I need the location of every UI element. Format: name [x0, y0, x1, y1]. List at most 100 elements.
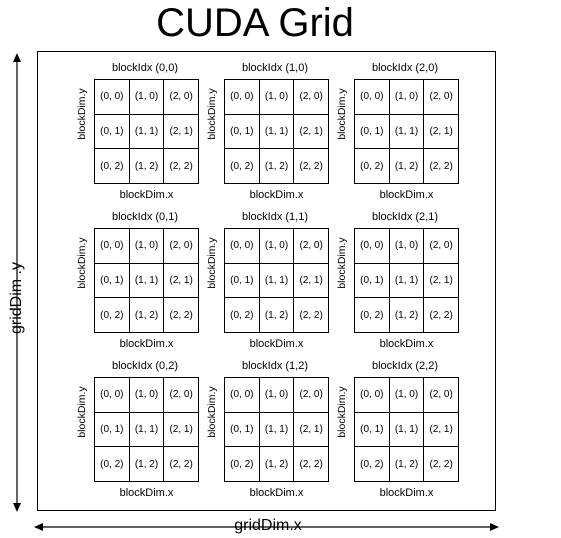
thread-cell: (2, 0)	[294, 229, 329, 264]
block-dim-x-label: blockDim.x	[119, 338, 174, 350]
thread-cell: (0, 1)	[225, 412, 260, 448]
thread-block: blockIdx (0,1)blockDim.y(0, 0)(1, 0)(2, …	[76, 211, 210, 357]
thread-cell: (0, 0)	[95, 378, 130, 413]
thread-cell: (2, 2)	[164, 149, 199, 184]
block-dim-x-label: blockDim.x	[249, 487, 304, 499]
thread-cell: (2, 0)	[424, 80, 459, 115]
thread-table: (0, 0)(1, 0)(2, 0) (0, 1)(1, 1)(2, 1) (0, …	[224, 228, 329, 333]
thread-cell: (0, 0)	[95, 229, 130, 264]
thread-table: (0, 0)(1, 0)(2, 0)(0, 1)(1, 1)(2, 1)(0, …	[94, 377, 199, 482]
block-dim-x-label: blockDim.x	[249, 338, 304, 350]
thread-cell: (1, 0)	[129, 80, 165, 115]
thread-cell: (2, 1)	[424, 114, 459, 150]
thread-cell: (1, 0)	[129, 378, 165, 413]
thread-cell: (2, 1)	[164, 263, 199, 299]
thread-cell: (2, 0)	[294, 80, 329, 115]
thread-cell: (2, 1)	[294, 263, 329, 299]
thread-cell: (0, 2)	[355, 298, 390, 333]
block-idx-label: blockIdx (1,1)	[241, 211, 309, 223]
thread-cell: (1, 2)	[389, 149, 425, 184]
thread-cell: (2, 1)	[424, 263, 459, 299]
thread-cell: (2, 2)	[164, 298, 199, 333]
thread-cell: (0, 2)	[95, 149, 130, 184]
thread-block: blockIdx (2,1)blockDim.y(0, 0)(1, 0)(2, …	[336, 211, 470, 357]
thread-cell: (1, 1)	[389, 263, 425, 299]
thread-cell: (2, 1)	[424, 412, 459, 448]
thread-cell: (1, 2)	[259, 149, 295, 184]
grid-dim-x-label: gridDim.x	[234, 517, 302, 534]
thread-cell: (0, 0)	[355, 378, 390, 413]
thread-cell: (2, 2)	[424, 149, 459, 184]
thread-cell: (0, 1)	[225, 114, 260, 150]
thread-cell: (0, 2)	[95, 447, 130, 482]
thread-cell: (1, 1)	[129, 263, 165, 299]
thread-cell: (2, 2)	[424, 447, 459, 482]
thread-table: (0, 0)(1, 0)(2, 0) (0, 1)(1, 1)(2, 1) (0, …	[224, 79, 329, 184]
thread-cell: (2, 1)	[164, 114, 199, 150]
thread-cell: (0, 1)	[95, 114, 130, 150]
thread-cell: (1, 0)	[389, 229, 425, 264]
thread-cell: (2, 2)	[294, 298, 329, 333]
thread-cell: (0, 1)	[225, 263, 260, 299]
thread-cell: (0, 2)	[95, 298, 130, 333]
thread-cell: (0, 0)	[95, 80, 130, 115]
thread-cell: (1, 0)	[259, 378, 295, 413]
thread-cell: (1, 0)	[259, 80, 295, 115]
thread-table: (0, 0)(1, 0)(2, 0)(0, 1)(1, 1)(2, 1)(0, …	[354, 79, 459, 184]
thread-cell: (2, 1)	[164, 412, 199, 448]
thread-block: blockIdx (1,0)blockDim.y(0, 0)(1, 0)(2, …	[206, 62, 340, 208]
block-dim-x-label: blockDim.x	[379, 189, 434, 201]
thread-cell: (2, 2)	[424, 298, 459, 333]
thread-cell: (2, 1)	[294, 412, 329, 448]
thread-cell: (2, 0)	[294, 378, 329, 413]
thread-cell: (2, 2)	[294, 149, 329, 184]
thread-cell: (0, 1)	[355, 263, 390, 299]
thread-cell: (1, 1)	[259, 412, 295, 448]
thread-cell: (0, 0)	[355, 80, 390, 115]
thread-cell: (2, 0)	[424, 378, 459, 413]
thread-cell: (0, 1)	[95, 263, 130, 299]
thread-cell: (0, 0)	[355, 229, 390, 264]
thread-cell: (1, 1)	[259, 263, 295, 299]
thread-cell: (1, 2)	[129, 298, 165, 333]
thread-cell: (2, 0)	[164, 229, 199, 264]
thread-cell: (1, 0)	[129, 229, 165, 264]
thread-cell: (2, 0)	[164, 80, 199, 115]
thread-table: (0, 0)(1, 0)(2, 0)(0, 1)(1, 1)(2, 1)(0, …	[224, 377, 329, 482]
block-dim-x-label: blockDim.x	[119, 487, 174, 499]
thread-cell: (1, 2)	[129, 447, 165, 482]
thread-cell: (0, 0)	[225, 80, 260, 115]
thread-cell: (0, 1)	[95, 412, 130, 448]
block-idx-label: blockIdx (2,0)	[371, 62, 439, 74]
thread-cell: (0, 2)	[355, 149, 390, 184]
block-idx-label: blockIdx (2,1)	[371, 211, 439, 223]
thread-cell: (2, 2)	[164, 447, 199, 482]
thread-table: (0, 0)(1, 0)(2, 0) (0, 1)(1, 1)(2, 1) (0, …	[94, 228, 199, 333]
thread-cell: (1, 2)	[129, 149, 165, 184]
thread-cell: (0, 2)	[225, 447, 260, 482]
thread-cell: (1, 1)	[389, 412, 425, 448]
thread-cell: (0, 2)	[225, 149, 260, 184]
thread-table: (0, 0)(1, 0)(2, 0) (0, 1)(1, 1)(2, 1) (0, …	[354, 228, 459, 333]
thread-cell: (1, 1)	[259, 114, 295, 150]
block-idx-label: blockIdx (0,2)	[111, 360, 179, 372]
thread-cell: (1, 1)	[129, 114, 165, 150]
thread-cell: (1, 1)	[389, 114, 425, 150]
thread-cell: (0, 2)	[225, 298, 260, 333]
thread-cell: (2, 1)	[294, 114, 329, 150]
grid-dim-y-label: gridDim .y	[8, 262, 25, 335]
grid-frame	[37, 51, 496, 511]
thread-table: (0, 0)(1, 0)(2, 0)(0, 1)(1, 1)(2, 1)(0, …	[354, 377, 459, 482]
thread-block: blockIdx (0,2)blockDim.y(0, 0)(1, 0)(2, …	[76, 360, 210, 506]
thread-cell: (0, 0)	[225, 229, 260, 264]
block-idx-label: blockIdx (0,1)	[111, 211, 179, 223]
thread-cell: (2, 0)	[424, 229, 459, 264]
thread-cell: (0, 2)	[355, 447, 390, 482]
block-idx-label: blockIdx (1,0)	[241, 62, 309, 74]
thread-cell: (1, 2)	[259, 447, 295, 482]
thread-cell: (1, 2)	[389, 298, 425, 333]
thread-table: (0, 0)(1, 0)(2, 0) (0, 1)(1, 1)(2, 1) (0, …	[94, 79, 199, 184]
block-dim-x-label: blockDim.x	[379, 487, 434, 499]
thread-cell: (1, 0)	[259, 229, 295, 264]
